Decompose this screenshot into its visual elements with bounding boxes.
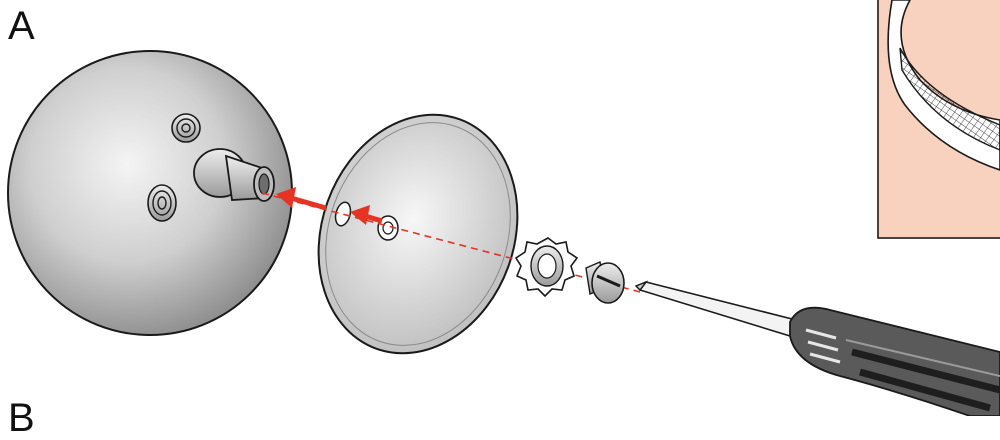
- assembly-illustration: [7, 0, 1000, 417]
- insert-arrow-right: [350, 205, 383, 225]
- assembly-diagram: [7, 0, 1000, 417]
- stud-upper: [171, 113, 201, 143]
- stud-lower: [147, 184, 177, 222]
- slotted-screw: [585, 261, 625, 304]
- screwdriver: [634, 280, 1000, 417]
- step-label-b: B: [8, 396, 35, 440]
- lock-washer: [514, 237, 579, 298]
- step-label-a: A: [8, 4, 35, 48]
- insert-arrow-left: [276, 187, 327, 211]
- detail-inset: [877, 0, 1000, 239]
